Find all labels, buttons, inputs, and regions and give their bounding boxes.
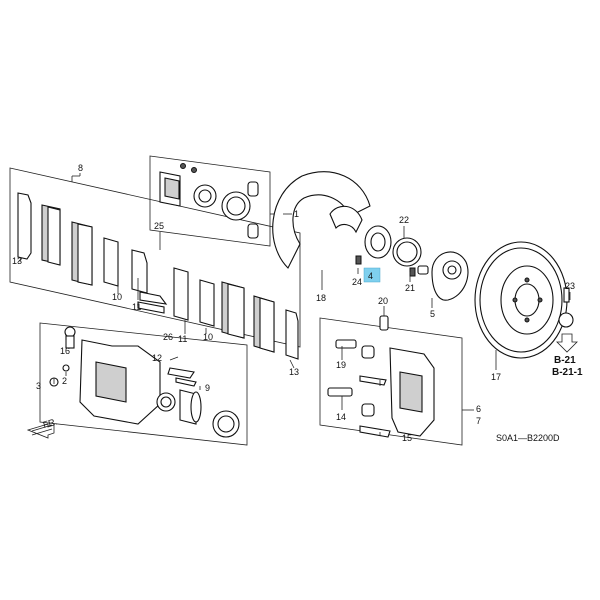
- label-19: 19: [336, 360, 346, 370]
- label-21: 21: [405, 283, 415, 293]
- label-17: 17: [491, 372, 501, 382]
- label-25: 25: [154, 221, 164, 231]
- label-12: 12: [152, 353, 162, 363]
- leader-lines: [17, 173, 571, 436]
- label-10a: 10: [112, 292, 122, 302]
- label-23: 23: [565, 281, 575, 291]
- label-1: 1: [294, 209, 299, 219]
- reference-arrow-icon: [556, 333, 578, 353]
- label-2: 2: [62, 376, 67, 386]
- label-18: 18: [316, 293, 326, 303]
- caliper-bracket: [327, 315, 435, 438]
- label-15: 15: [402, 433, 412, 443]
- label-10b: 10: [203, 332, 213, 342]
- part-4-highlight: [363, 267, 381, 283]
- label-13a: 13: [12, 256, 22, 266]
- label-11a: 11: [132, 302, 141, 312]
- splash-shield: [272, 171, 371, 269]
- pad-kit-frame: [9, 167, 301, 348]
- brake-pad-set: [17, 192, 299, 360]
- wheel-hub: [417, 251, 469, 301]
- diagram-code: S0A1—B2200D: [496, 433, 560, 443]
- label-3: 3: [36, 381, 41, 391]
- brake-disc: [474, 241, 574, 359]
- label-26: 26: [163, 332, 173, 342]
- seal-kit-parts: [159, 163, 259, 239]
- label-13b: 13: [289, 367, 299, 377]
- label-6: 6: [476, 404, 481, 414]
- label-11b: 11: [178, 334, 187, 344]
- reference-label-b21-1: B-21-1: [552, 367, 583, 378]
- label-7: 7: [476, 416, 481, 426]
- label-5: 5: [430, 309, 435, 319]
- bracket-frame: [319, 317, 474, 446]
- front-direction-label: FR.: [42, 416, 59, 430]
- caliper-body: [49, 326, 240, 438]
- front-direction-arrow-icon: [26, 423, 55, 439]
- caliper-frame: [39, 322, 248, 446]
- label-9: 9: [205, 383, 210, 393]
- part-labels: 1 2 3 4 5 6 7 8 9 10 10 11 11 12 13 13 1…: [12, 163, 575, 443]
- label-24: 24: [352, 277, 362, 287]
- label-4: 4: [368, 271, 373, 281]
- label-8: 8: [78, 163, 83, 173]
- reference-label-b21: B-21: [554, 355, 576, 366]
- wheel-bearing: [355, 225, 422, 277]
- label-14: 14: [336, 412, 346, 422]
- label-20: 20: [378, 296, 388, 306]
- label-16: 16: [60, 346, 70, 356]
- label-22: 22: [399, 215, 409, 225]
